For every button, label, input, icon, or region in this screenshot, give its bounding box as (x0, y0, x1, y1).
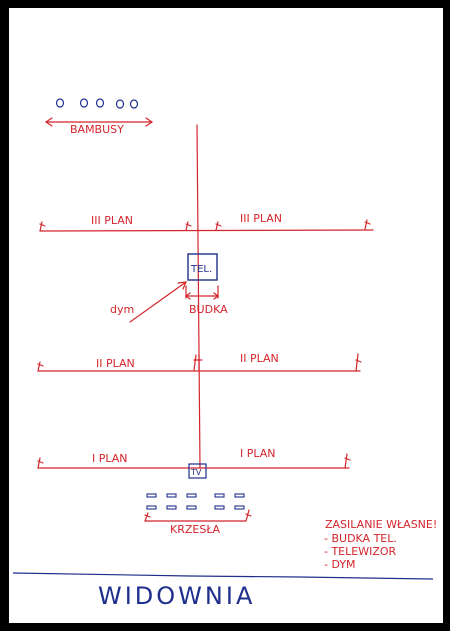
notes-item-booth: - BUDKA TEL. (324, 532, 397, 545)
bamboo-arrow-left-head (44, 117, 53, 127)
tv-box (188, 463, 207, 479)
plan1-marker-right (344, 453, 351, 469)
smoke-pointer-head (177, 281, 187, 290)
notes-item-tv: - TELEWIZOR (324, 545, 397, 558)
chair (146, 493, 157, 498)
chair (166, 505, 177, 510)
chairs-rows (146, 493, 245, 510)
plan3-right-label: III PLAN (240, 212, 282, 225)
chair (146, 505, 157, 510)
chairs-label: KRZESŁA (170, 523, 221, 536)
bamboo-circle (55, 98, 65, 108)
phone-booth-label: TEL. (190, 264, 212, 275)
bamboo-circle (95, 98, 105, 108)
plan3-marker-mid-left (185, 221, 192, 231)
plan3-marker-mid-right (215, 221, 222, 231)
chair (186, 505, 197, 510)
plan2-right-label: II PLAN (240, 352, 279, 365)
plan3-left-label: III PLAN (91, 214, 133, 227)
bamboo-circle (115, 99, 125, 109)
booth-arrow-left-head (185, 292, 191, 300)
plan1-right-label: I PLAN (240, 447, 276, 460)
chairs-arrow-right-head (245, 509, 252, 522)
plan1-marker-left (37, 457, 44, 469)
smoke-label: dym (110, 303, 134, 316)
plan2-left-label: II PLAN (96, 357, 135, 370)
chair (166, 493, 177, 498)
audience-line (12, 572, 434, 580)
bamboo-label: BAMBUSY (70, 123, 124, 136)
plan1-left-label: I PLAN (92, 452, 128, 465)
bamboo-arrow-right-head (145, 117, 154, 127)
plan3-line (39, 229, 374, 232)
tv-label: TV (190, 468, 202, 477)
booth-label: BUDKA (189, 303, 228, 316)
notes-title: ZASILANIE WŁASNE! (325, 518, 437, 531)
plan2-marker-left (37, 361, 44, 372)
notes-item-smoke: - DYM (324, 558, 356, 571)
audience-label: WIDOWNIA (98, 582, 255, 610)
smoke-pointer (129, 281, 187, 323)
chair (214, 505, 225, 510)
plan3-marker-left (39, 221, 46, 232)
plan2-marker-right (355, 353, 362, 372)
chair (186, 493, 197, 498)
chairs-arrow-left-head (144, 512, 151, 522)
chair (234, 493, 245, 498)
phone-booth-box (187, 253, 218, 281)
plan2-marker-mid (193, 354, 203, 371)
bamboo-circle (129, 99, 139, 109)
bamboo-circles (55, 98, 139, 109)
chair (234, 505, 245, 510)
plan3-marker-right (364, 219, 371, 230)
booth-arrow-right-head (213, 292, 219, 300)
bamboo-circle (79, 98, 89, 108)
chair (214, 493, 225, 498)
